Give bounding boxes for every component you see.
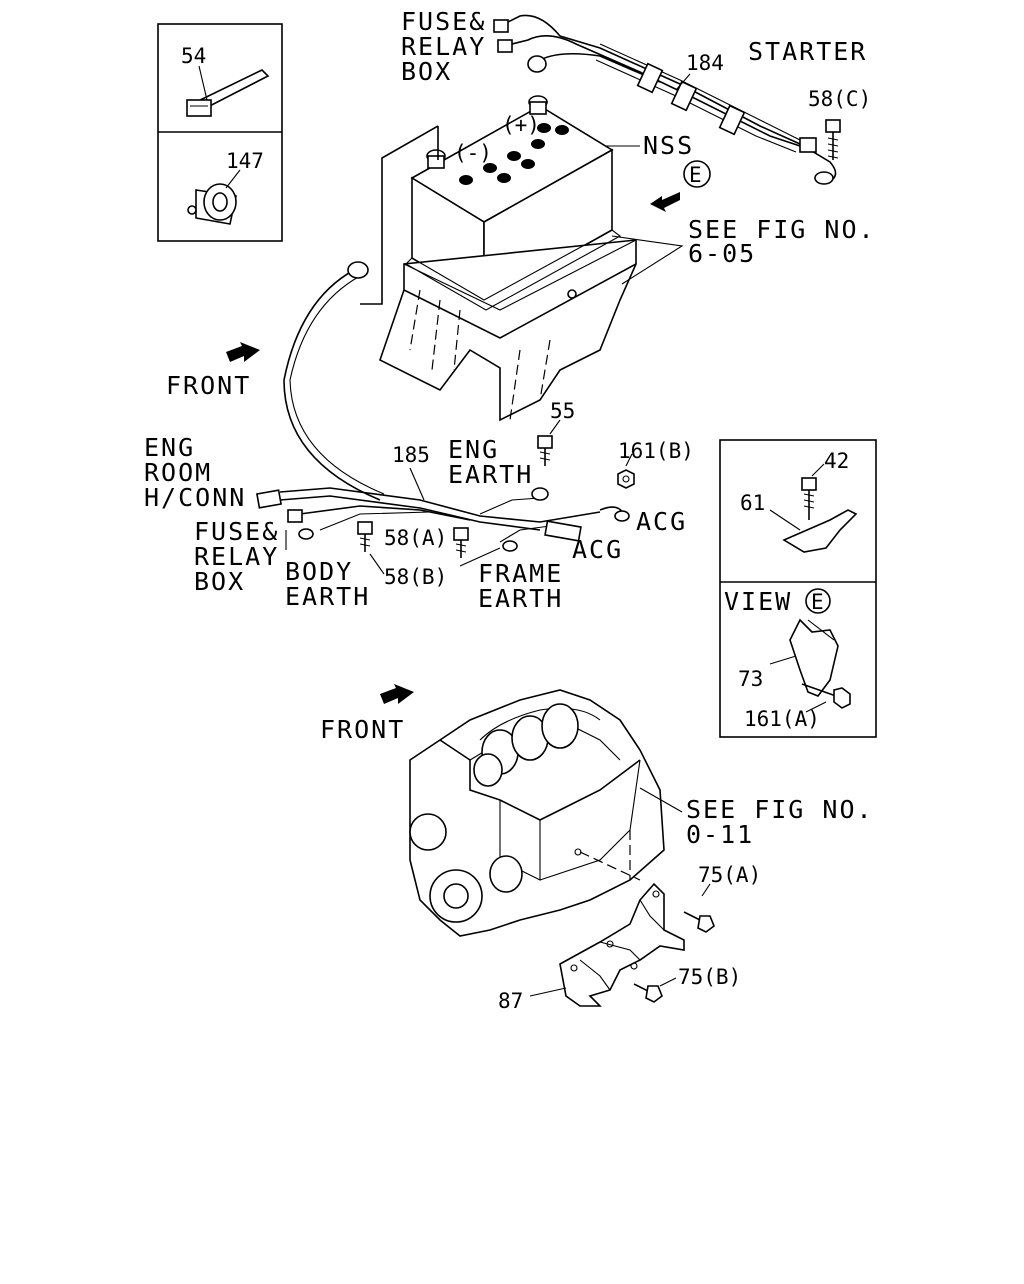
part-161a-label: 161(A) (744, 707, 820, 731)
part-61-label: 61 (740, 491, 765, 515)
bolt-55-icon (537, 435, 553, 466)
starter-label: STARTER (748, 37, 867, 66)
bracket-87 (559, 882, 685, 1007)
part-185-label: 185 (392, 443, 430, 467)
see-fig-605-line1: SEE FIG NO. (688, 215, 876, 244)
front-label-2: FRONT (320, 715, 405, 744)
bolt-58a-icon (453, 527, 469, 558)
battery-plus-label: (+) (502, 113, 540, 137)
see-fig-011-line2: 0-11 (686, 820, 754, 849)
view-e-marker (683, 160, 711, 188)
bolt-75b-icon (633, 983, 663, 1003)
bolt-75a-icon (683, 911, 715, 933)
part-55-label: 55 (550, 399, 575, 423)
frame-earth-label-line2: EARTH (478, 584, 563, 613)
fuse-relay-box-top-label-line3: BOX (401, 57, 452, 86)
part-75b-label: 75(B) (678, 965, 741, 989)
front-arrow-icon-2 (380, 684, 414, 704)
e-marker-letter: E (689, 163, 702, 187)
fuse-relay-box-top-label-line2: RELAY (401, 32, 486, 61)
starter-cable-184 (493, 14, 837, 185)
engine (409, 689, 665, 937)
bracket-61-icon (782, 509, 858, 553)
part-75a-label: 75(A) (698, 863, 761, 887)
battery-minus-label: (-) (454, 141, 492, 165)
inset-view-e-box: 42 61 VIEW E 73 161(A) (719, 439, 877, 738)
nss-label: NSS (643, 131, 694, 160)
bracket-73-icon (789, 618, 839, 697)
nut-161a-icon (801, 683, 851, 709)
see-fig-011-line1: SEE FIG NO. (686, 795, 874, 824)
eng-room-label-line1: ENG (144, 433, 195, 462)
battery-tray (379, 229, 637, 422)
bolt-58b-icon (357, 521, 373, 552)
part-147-label: 147 (226, 149, 264, 173)
harness-185 (256, 261, 630, 552)
eng-earth-label-line2: EARTH (448, 460, 533, 489)
fuse-relay-box-bottom-label-line3: BOX (194, 567, 245, 596)
arrow-icon (650, 192, 680, 212)
body-earth-label-line2: EARTH (285, 582, 370, 611)
see-fig-605-line2: 6-05 (688, 239, 756, 268)
part-184-label: 184 (686, 51, 724, 75)
part-58c-label: 58(C) (808, 87, 871, 111)
cable-tie-icon (186, 69, 270, 117)
wire-clip-icon (187, 183, 237, 225)
inset-clips-box: 54 147 (157, 23, 283, 242)
eng-earth-label-line1: ENG (448, 435, 499, 464)
part-54-label: 54 (181, 44, 206, 68)
bolt-58c-icon (825, 119, 841, 160)
fuse-relay-box-top-label-line1: FUSE& (401, 7, 486, 36)
body-earth-label-line1: BODY (285, 557, 353, 586)
nut-161b-icon (617, 469, 635, 489)
part-42-label: 42 (824, 449, 849, 473)
fuse-relay-box-bottom-label-line1: FUSE& (194, 517, 279, 546)
eng-room-label-line3: H/CONN (144, 483, 246, 512)
frame-earth-label-line1: FRAME (478, 559, 563, 588)
acg-label-1: ACG (636, 507, 687, 536)
view-e-letter: E (811, 590, 824, 614)
eng-room-label-line2: ROOM (144, 458, 212, 487)
bolt-42-icon (801, 477, 817, 520)
part-161b-label: 161(B) (618, 439, 694, 463)
part-73-label: 73 (738, 667, 763, 691)
front-arrow-icon (226, 342, 260, 362)
part-58a-label: 58(A) (384, 526, 447, 550)
part-58b-label: 58(B) (384, 565, 447, 589)
fuse-relay-box-bottom-label-line2: RELAY (194, 542, 279, 571)
acg-label-2: ACG (572, 535, 623, 564)
front-label-1: FRONT (166, 371, 251, 400)
view-e-label: VIEW (724, 587, 792, 616)
part-87-label: 87 (498, 989, 523, 1013)
